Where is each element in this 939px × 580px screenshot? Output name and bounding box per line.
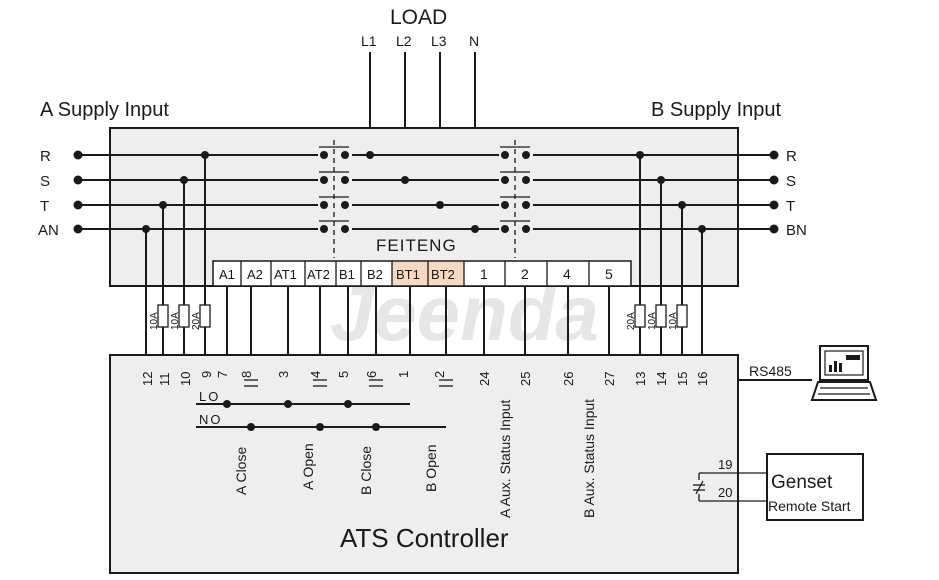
ctrl-terminal-14: 14	[654, 372, 669, 386]
ctrl-terminal-12: 12	[140, 372, 155, 386]
ctrl-terminal-15: 15	[675, 372, 690, 386]
output-b-open: B Open	[423, 445, 439, 492]
fuses-a	[157, 304, 211, 328]
lo-bus-label: LO	[199, 389, 220, 404]
ctrl-terminal-10: 10	[178, 372, 193, 386]
genset-terminal-20: 20	[718, 485, 732, 500]
switch-brand-label: FEITENG	[376, 236, 457, 255]
output-b-close: B Close	[358, 446, 374, 495]
rs485-label: RS485	[749, 363, 792, 379]
terminal-at2: AT2	[307, 267, 330, 282]
ctrl-terminal-9: 9	[199, 371, 214, 378]
fuse-b-1-rating: 20A	[626, 312, 637, 330]
switch-terminal-strip	[212, 260, 632, 287]
load-phase-l3: L3	[431, 33, 447, 49]
terminal-a1: A1	[219, 267, 235, 282]
fuse-a-2-rating: 10A	[170, 312, 181, 330]
terminal-at1: AT1	[274, 267, 297, 282]
load-phase-l1: L1	[361, 33, 377, 49]
ctrl-terminal-25: 25	[518, 372, 533, 386]
fuse-a-1-rating: 10A	[149, 312, 160, 330]
supply-a-label: A Supply Input	[40, 99, 169, 121]
ctrl-terminal-5: 5	[336, 371, 351, 378]
terminal-5: 5	[605, 266, 613, 282]
terminal-1: 1	[480, 266, 488, 282]
ctrl-terminal-3: 3	[276, 371, 291, 378]
aux-input-b: B Aux. Status Input	[581, 399, 597, 518]
terminal-bt2: BT2	[431, 267, 455, 282]
ctrl-terminal-24: 24	[477, 372, 492, 386]
supply-b-label: B Supply Input	[651, 99, 782, 121]
load-phase-l2: L2	[396, 33, 412, 49]
terminal-4: 4	[563, 266, 571, 282]
load-phase-n: N	[469, 33, 479, 49]
fuse-b-2-rating: 10A	[647, 312, 658, 330]
supply-a-phase-r: R	[40, 148, 51, 165]
ctrl-terminal-16: 16	[695, 372, 710, 386]
terminal-a2: A2	[247, 267, 263, 282]
terminal-bt1: BT1	[396, 267, 420, 282]
ctrl-terminal-8: 8	[239, 371, 254, 378]
ats-controller-label: ATS Controller	[340, 523, 509, 553]
ats-controller-box	[109, 354, 739, 574]
genset-subtitle: Remote Start	[768, 498, 851, 514]
ctrl-terminal-6: 6	[364, 371, 379, 378]
ctrl-terminal-27: 27	[602, 372, 617, 386]
ctrl-terminal-26: 26	[561, 372, 576, 386]
supply-a-phase-n: AN	[38, 222, 59, 239]
terminal-b2: B2	[367, 267, 383, 282]
ctrl-terminal-11: 11	[157, 373, 172, 387]
supply-b-phase-n: BN	[786, 222, 807, 239]
terminal-b1: B1	[339, 267, 355, 282]
output-a-close: A Close	[233, 447, 249, 495]
genset-terminal-19: 19	[718, 457, 732, 472]
supply-b-phase-s: S	[786, 173, 796, 190]
no-bus-label: NO	[199, 412, 223, 427]
output-a-open: A Open	[300, 443, 316, 490]
genset-title: Genset	[771, 472, 833, 493]
supply-a-phase-t: T	[40, 198, 49, 215]
genset-box	[766, 453, 864, 521]
relay-contacts	[242, 379, 455, 387]
load-title: LOAD	[390, 6, 447, 29]
ctrl-terminal-13: 13	[633, 372, 648, 386]
fuse-b-3-rating: 10A	[668, 312, 679, 330]
terminal-2: 2	[521, 266, 529, 282]
supply-b-phase-t: T	[786, 198, 795, 215]
switch-contacts-a	[318, 140, 352, 258]
ctrl-terminal-4: 4	[308, 371, 323, 378]
ctrl-terminal-2: 2	[432, 371, 447, 378]
remote-start-contact	[692, 480, 706, 495]
fuses-b	[634, 304, 688, 328]
ctrl-terminal-1: 1	[396, 371, 411, 378]
switch-contacts-b	[499, 140, 533, 258]
supply-b-phase-r: R	[786, 148, 797, 165]
fuse-a-3-rating: 20A	[191, 312, 202, 330]
aux-input-a: A Aux. Status Input	[497, 400, 513, 518]
supply-a-phase-s: S	[40, 173, 50, 190]
laptop-icon	[810, 345, 878, 401]
ctrl-terminal-7: 7	[215, 371, 230, 378]
